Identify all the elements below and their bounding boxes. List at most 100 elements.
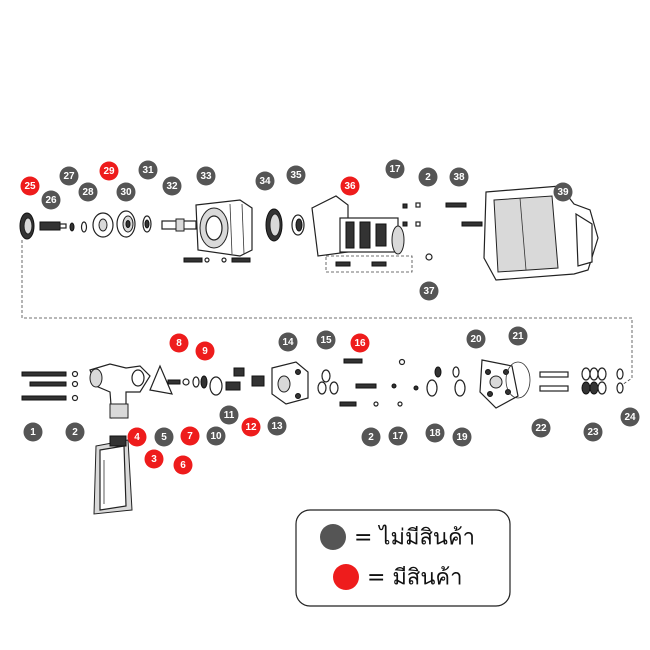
part-badge-circle <box>23 422 43 442</box>
assembly-guide-line <box>21 240 633 386</box>
part-badge: 16 <box>350 333 370 353</box>
part-badge: 10 <box>206 426 226 446</box>
part-badge: 24 <box>620 407 640 427</box>
part-badge-circle <box>196 166 216 186</box>
part-drawing-21 <box>505 361 531 399</box>
part-badge: 23 <box>583 422 603 442</box>
part-badge-number: 30 <box>120 187 132 198</box>
part-badge: 25 <box>20 176 40 196</box>
part-badge-number: 33 <box>200 171 212 182</box>
part-drawing-31 <box>142 215 152 233</box>
part-badge-circle <box>620 407 640 427</box>
part-badge-circle <box>425 423 445 443</box>
part-badge-number: 39 <box>557 187 569 198</box>
part-badge: 21 <box>508 326 528 346</box>
part-badge-circle <box>350 333 370 353</box>
part-drawing-5 <box>149 364 173 395</box>
part-badge-number: 19 <box>456 432 468 443</box>
part-badge-number: 37 <box>423 286 435 297</box>
part-badge: 29 <box>99 161 119 181</box>
part-badge-number: 22 <box>535 423 547 434</box>
part-badge: 15 <box>316 330 336 350</box>
part-badge-number: 1 <box>30 427 36 438</box>
part-badge-number: 32 <box>166 181 178 192</box>
part-badge-circle <box>65 422 85 442</box>
part-badge-circle <box>99 161 119 181</box>
part-badge-circle <box>340 176 360 196</box>
part-drawing-23 <box>581 367 607 395</box>
part-badge-circle <box>154 427 174 447</box>
part-badge-circle <box>388 426 408 446</box>
part-badge-circle <box>116 182 136 202</box>
part-badge: 22 <box>531 418 551 438</box>
part-drawing-35 <box>291 214 305 236</box>
part-drawing-4 <box>89 363 151 419</box>
part-badge-number: 15 <box>320 335 332 346</box>
part-badge: 34 <box>255 171 275 191</box>
part-drawing-33 <box>195 199 253 257</box>
legend-swatch-available <box>333 564 359 590</box>
part-badge-number: 20 <box>470 334 482 345</box>
part-badge-number: 26 <box>45 195 57 206</box>
part-badge-circle <box>385 159 405 179</box>
part-drawing-25 <box>19 212 35 240</box>
part-badge-circle <box>255 171 275 191</box>
part-badge-number: 3 <box>151 454 157 465</box>
part-badge-circle <box>361 427 381 447</box>
part-drawing-bolts-33 <box>183 257 251 263</box>
part-badge-circle <box>316 330 336 350</box>
part-drawing-34 <box>265 208 283 242</box>
part-badge: 17 <box>388 426 408 446</box>
part-badge-number: 5 <box>161 432 167 443</box>
part-badge-circle <box>173 455 193 475</box>
part-badge-number: 13 <box>271 421 283 432</box>
part-badge: 2 <box>418 167 438 187</box>
part-badge-circle <box>78 182 98 202</box>
part-badge-circle <box>531 418 551 438</box>
part-badge-circle <box>195 341 215 361</box>
part-badge-number: 23 <box>587 427 599 438</box>
part-badge-number: 14 <box>282 337 294 348</box>
part-badge-circle <box>162 176 182 196</box>
part-drawing-3 <box>93 435 133 515</box>
part-badge-number: 31 <box>142 165 154 176</box>
part-badge: 18 <box>425 423 445 443</box>
part-badge-number: 12 <box>245 422 257 433</box>
part-badge-number: 2 <box>72 427 78 438</box>
part-badge: 32 <box>162 176 182 196</box>
part-drawing-15 <box>317 369 339 395</box>
part-badge-circle <box>418 167 438 187</box>
part-badge-circle <box>241 417 261 437</box>
part-badge: 1 <box>23 422 43 442</box>
part-badge: 36 <box>340 176 360 196</box>
part-badge-circle <box>20 176 40 196</box>
part-badge: 19 <box>452 427 472 447</box>
part-drawing-20 <box>479 359 519 409</box>
part-drawing-26 <box>39 221 67 231</box>
part-badge: 33 <box>196 166 216 186</box>
part-badge: 4 <box>127 427 147 447</box>
part-badge-circle <box>59 166 79 186</box>
part-badge-number: 11 <box>224 410 235 421</box>
part-badge-number: 27 <box>63 171 75 182</box>
part-badge-number: 4 <box>134 432 140 443</box>
part-drawing-1 <box>21 370 79 402</box>
part-drawing-10 <box>209 376 223 396</box>
part-badge-circle <box>180 426 200 446</box>
part-badge: 5 <box>154 427 174 447</box>
part-badge-circle <box>41 190 61 210</box>
part-badge: 27 <box>59 166 79 186</box>
part-badge-circle <box>508 326 528 346</box>
legend-label-not-available: = ไม่มีสินค้า <box>354 525 475 551</box>
part-badge-circle <box>169 333 189 353</box>
part-drawing-29 <box>92 212 114 238</box>
part-badge-number: 25 <box>24 181 36 192</box>
part-drawing-32 <box>161 218 197 232</box>
part-badge-number: 24 <box>624 412 636 423</box>
part-badge: 12 <box>241 417 261 437</box>
legend: = ไม่มีสินค้า = มีสินค้า <box>295 509 511 607</box>
part-badge-circle <box>419 281 439 301</box>
part-badge: 30 <box>116 182 136 202</box>
part-badge-number: 2 <box>368 432 374 443</box>
